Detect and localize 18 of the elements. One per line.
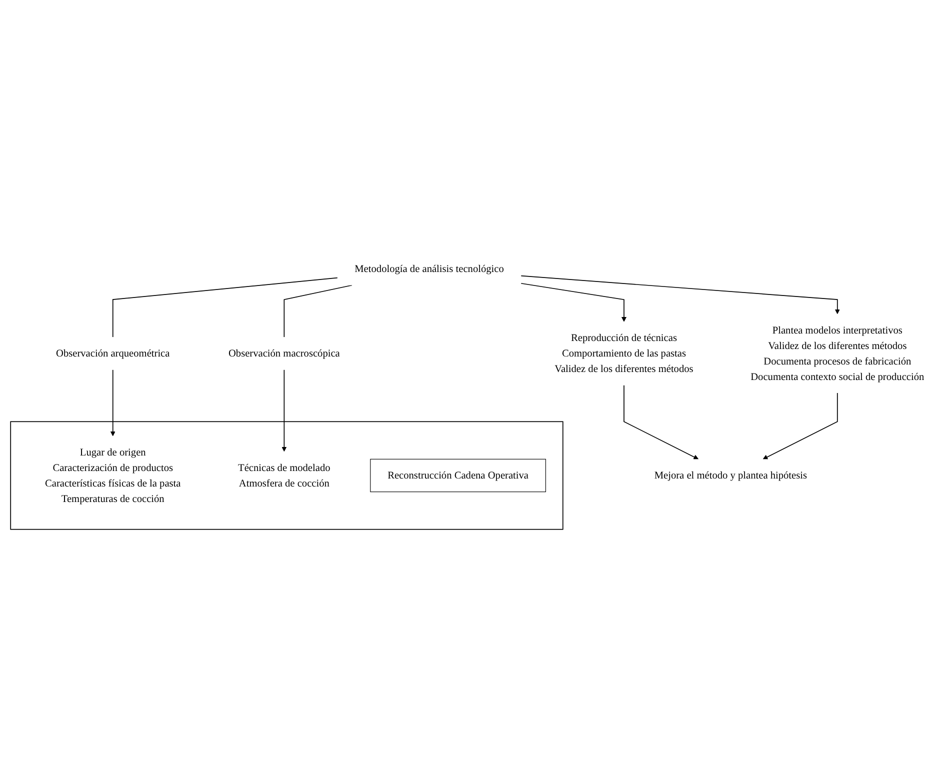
arrow [624, 384, 699, 460]
node-box: Reconstrucción Cadena Operativa [370, 458, 546, 492]
arrow [282, 369, 287, 452]
node-text: Observación macroscópica [228, 347, 340, 359]
cluster [10, 421, 564, 530]
node-text: Lugar de origen Caracterización de productos Características físicas de la pasta Temperaturas de cocción [44, 446, 181, 504]
connector [112, 277, 338, 338]
node-text: Técnicas de modelado Atmosfera de cocción [238, 462, 330, 489]
arrow [520, 275, 840, 314]
node-text: Plantea modelos interpretativos Validez de los diferentes métodos Documenta procesos de fabricación Documenta contexto social de producción [750, 324, 924, 382]
arrow [110, 369, 116, 436]
node-text: Mejora el método y plantea hipótesis [654, 470, 808, 481]
node-text: Reproducción de técnicas Comportamiento de las pastas Validez de los diferentes métodos [554, 332, 694, 374]
node-text: Observación arqueométrica [56, 347, 170, 359]
connector [284, 284, 352, 338]
node-text: Metodología de análisis tecnológico [354, 262, 504, 274]
arrow [520, 282, 626, 322]
arrow [762, 392, 838, 460]
